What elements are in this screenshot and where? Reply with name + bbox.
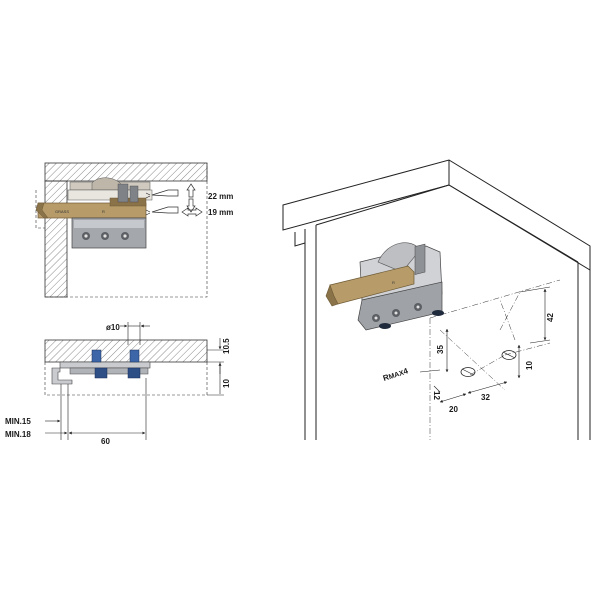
height-adjust-arrow-icon	[186, 183, 196, 213]
min15-label: MIN.15	[5, 417, 31, 426]
cabinet-side-panel	[44, 180, 68, 298]
cabinet-outline	[45, 163, 208, 298]
dim-60-label: 60	[101, 437, 110, 446]
cabinet-top-panel	[44, 162, 208, 182]
iso-view: R 42 10 35 RMAX4 12	[282, 159, 591, 440]
dim-35-label: 35	[436, 345, 445, 354]
rmax-label: RMAX4	[382, 366, 410, 383]
screwdriver-icon	[145, 189, 179, 216]
dowel-screw-left	[94, 367, 108, 379]
drill-hole-front	[460, 367, 476, 377]
dowel-screw-right	[127, 367, 141, 379]
height-adjust-label: 22 mm	[208, 192, 233, 201]
dim-iso-10-label: 10	[525, 361, 534, 370]
min18-label: MIN.18	[5, 430, 31, 439]
bracket-brand-mark: GRASS	[55, 209, 69, 214]
iso-bracket-letter: R	[392, 280, 395, 285]
bracket-side-view	[51, 349, 151, 385]
iso-dowel-left	[379, 323, 391, 329]
dim-32-label: 32	[481, 393, 490, 402]
drill-hole-back	[501, 350, 517, 360]
side-board-outline	[44, 362, 208, 396]
side-view: ø10 10.5 10 MIN.15 MIN.18 60	[5, 322, 231, 446]
diameter-label: ø10	[106, 323, 120, 332]
dim-10-label: 10	[222, 379, 231, 388]
dim-20-line	[439, 393, 467, 403]
bracket-iso-view: R	[325, 242, 444, 331]
iso-dowel-right	[432, 310, 444, 316]
dim-32-line	[467, 381, 508, 394]
dowel-left	[91, 349, 102, 363]
dim-10-5-label: 10.5	[222, 338, 231, 354]
dim-42-label: 42	[546, 313, 555, 322]
rmax-val: 4	[402, 366, 410, 376]
depth-adjust-arrow-icon	[181, 207, 203, 217]
rmax-r: R	[382, 372, 390, 382]
dim-12-label: 12	[432, 391, 441, 400]
rmax-leader	[419, 369, 441, 373]
bracket-letter-mark: R	[102, 209, 105, 214]
rmax-sub: MAX	[388, 370, 405, 382]
dim-20-label: 20	[449, 405, 458, 414]
dowel-right	[129, 349, 140, 363]
depth-adjust-label: 19 mm	[208, 208, 233, 217]
bracket-ghost-outline	[35, 190, 45, 229]
top-view: GRASS R 22 mm	[35, 162, 233, 298]
bracket-top-view: GRASS R	[35, 177, 153, 249]
side-board	[44, 339, 208, 363]
